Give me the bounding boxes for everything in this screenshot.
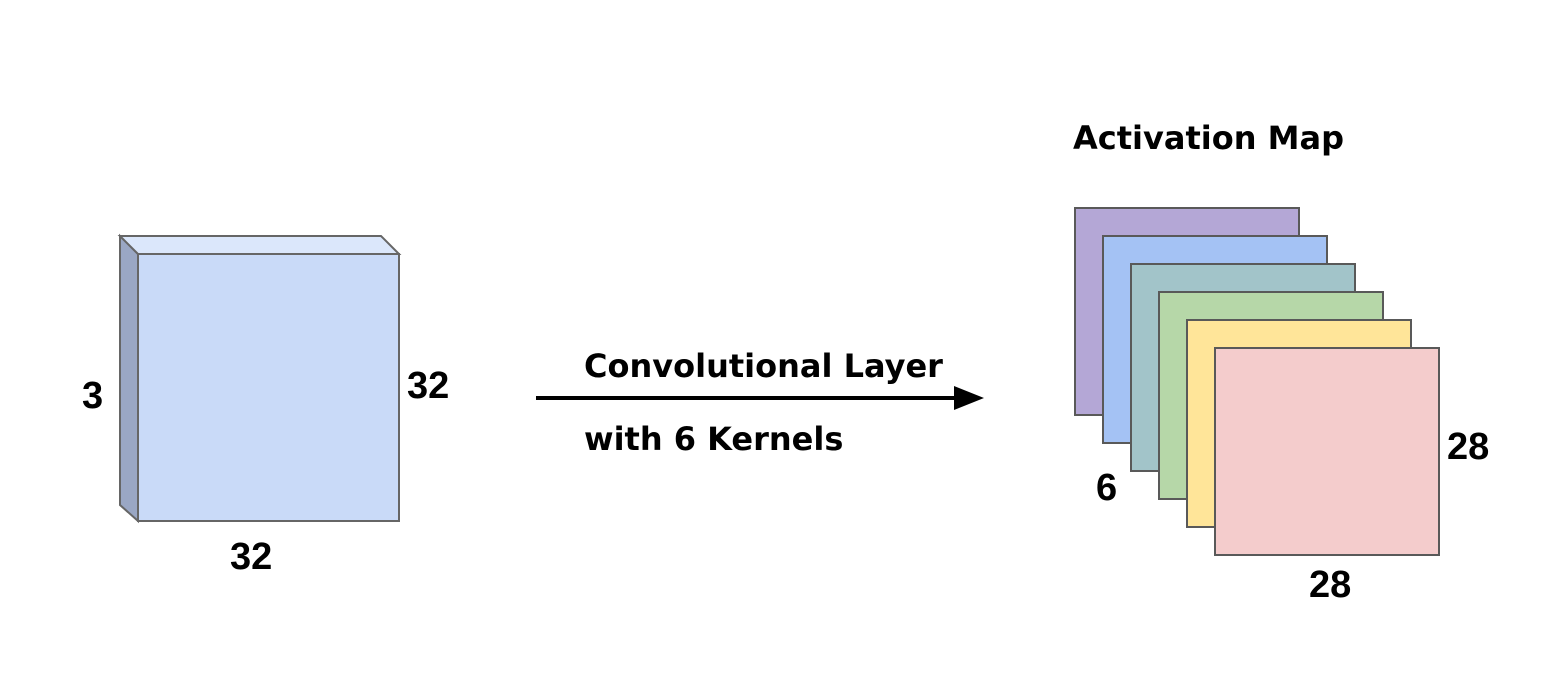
- input-volume-front-face: [137, 253, 400, 522]
- arrow-head: [954, 386, 984, 410]
- activation-map-title: Activation Map: [1073, 119, 1344, 157]
- input-height-label: 32: [407, 365, 449, 407]
- activation-map-6: [1214, 347, 1440, 556]
- activation-width-label: 28: [1309, 564, 1351, 606]
- input-depth-label: 3: [82, 375, 103, 417]
- activation-depth-label: 6: [1096, 467, 1117, 509]
- arrow-caption-line1: Convolutional Layer: [584, 347, 943, 385]
- activation-map-stack: [1074, 207, 1440, 556]
- activation-height-label: 28: [1447, 426, 1489, 468]
- input-width-label: 32: [230, 536, 272, 578]
- input-volume-top-face: [117, 235, 402, 255]
- input-volume-side-face: [119, 233, 139, 524]
- arrow: [536, 386, 984, 410]
- arrow-caption-line2: with 6 Kernels: [584, 420, 843, 458]
- input-volume: [117, 233, 402, 524]
